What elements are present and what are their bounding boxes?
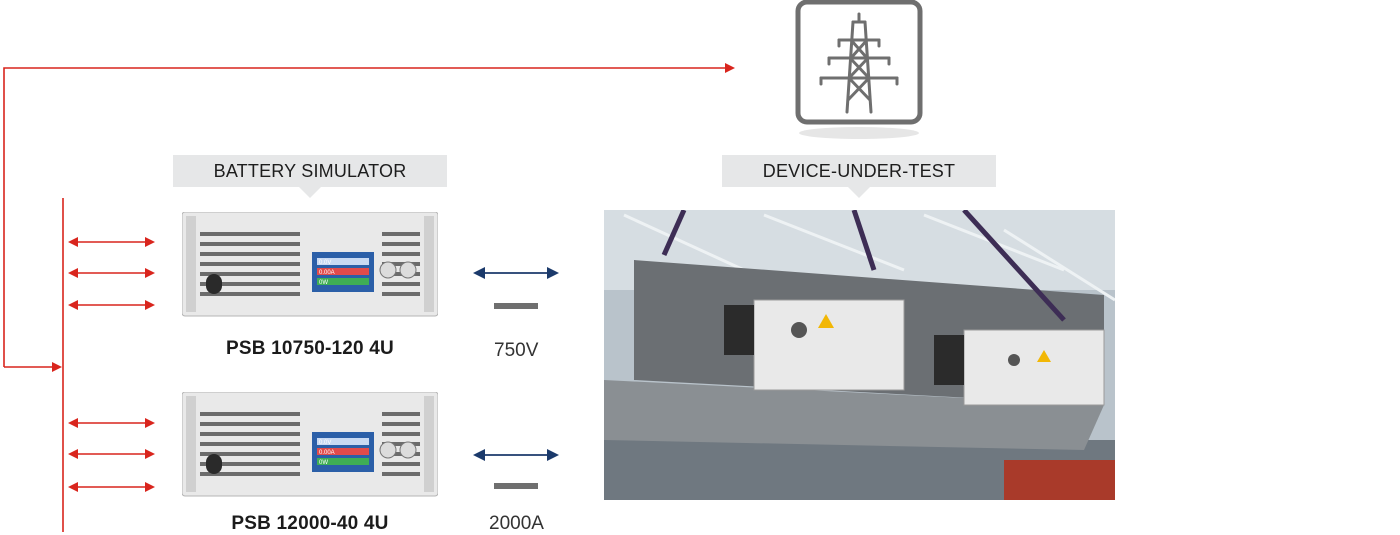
display-reading: 0W (319, 460, 328, 466)
display-reading: 0.0V (319, 440, 331, 446)
display-reading: 0.0V (319, 260, 331, 266)
display-reading: 0.00A (319, 270, 335, 276)
battery-simulator-header: BATTERY SIMULATOR (173, 155, 447, 198)
voltage-rating: 750V (494, 340, 539, 361)
device-model-top: PSB 10750-120 4U (226, 338, 394, 359)
display-reading: 0.00A (319, 450, 335, 456)
power-pylon-icon (795, 0, 923, 142)
device-under-test-photo (604, 210, 1115, 500)
phase-arrows-top (68, 237, 155, 310)
battery-simulator-unit-top: 0.0V 0.00A 0W (181, 211, 439, 327)
device-under-test-header: DEVICE-UNDER-TEST (722, 155, 996, 198)
current-rating: 2000A (489, 513, 544, 534)
rating-bar-voltage (494, 303, 538, 309)
battery-simulator-unit-bottom: 0.0V 0.00A 0W (181, 391, 439, 507)
display-reading: 0W (319, 280, 328, 286)
phase-arrows-bottom (68, 418, 155, 492)
rating-bar-current (494, 483, 538, 489)
grid-return-line (3, 63, 735, 372)
device-model-bottom: PSB 12000-40 4U (231, 513, 389, 534)
